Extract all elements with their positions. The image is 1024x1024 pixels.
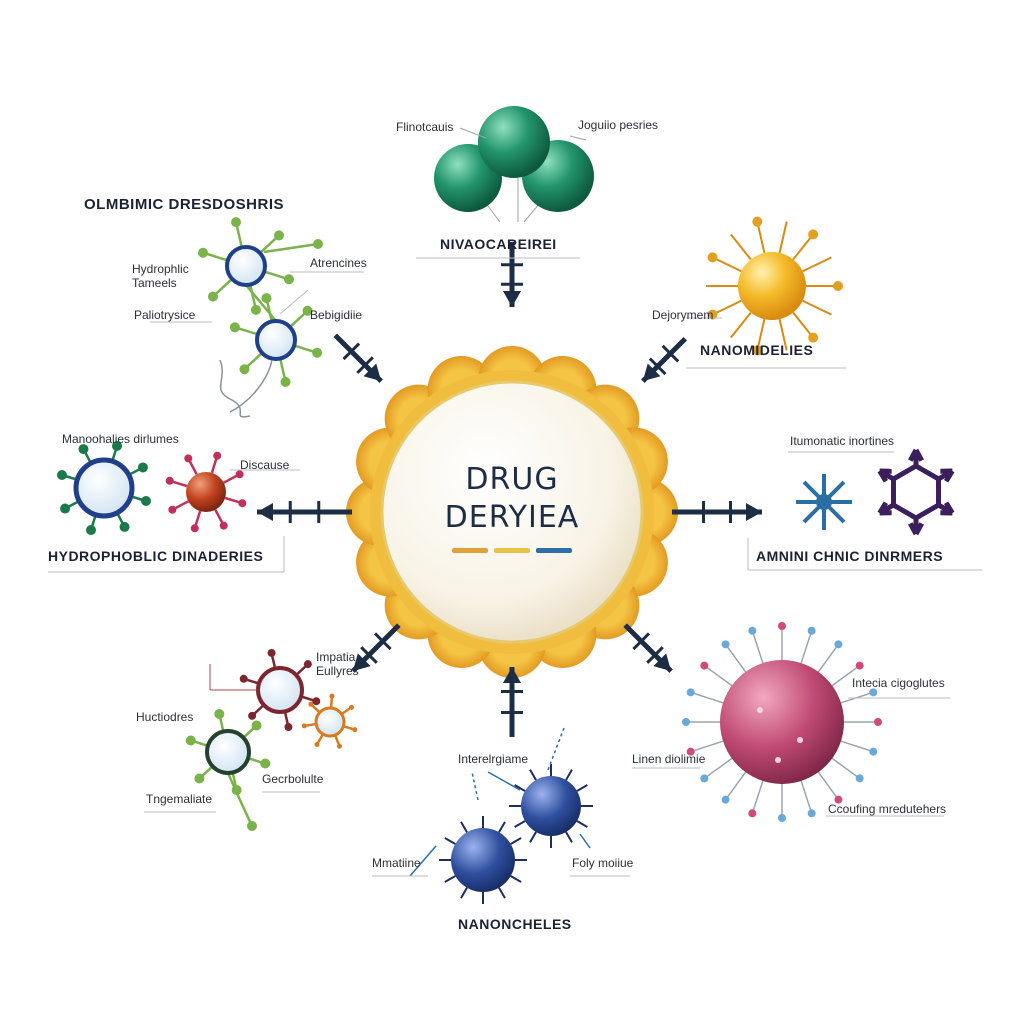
blue-cross-molecule-icon [796, 474, 852, 530]
bottom-section-title: NANONCHELES [458, 916, 572, 932]
lipid-vesicle-cluster-icon [185, 648, 358, 831]
top-label-left: Flinotcauis [396, 120, 454, 134]
bottom-label-top: Interelrgiame [458, 752, 529, 766]
yellow-spiky-nanoparticle-icon [706, 216, 843, 356]
bottom-left-label-d: Gecrbolulte [262, 772, 324, 786]
left-label-right: Discause [240, 458, 290, 472]
center-color-bar-2 [494, 548, 530, 553]
arrow-1 [641, 336, 688, 383]
green-sphere-cluster-icon [434, 106, 594, 223]
top-left-section-title: OLMBIMIC DRESDOSHRIS [84, 196, 285, 213]
top-right-section-title: NANOMIDELIES [700, 342, 814, 358]
top-left-label-d: Paliotrysice [134, 308, 196, 322]
center-core-circle [380, 380, 644, 644]
right-section-title: AMNINI CHNIC DINRMERS [756, 548, 944, 564]
top-left-label-a: Hydrophlic [132, 262, 189, 276]
center-drug-delivery-node [346, 346, 678, 678]
center-title-line2: DERYIEA [444, 500, 580, 535]
arrow-5 [351, 623, 401, 673]
top-left-label-b: Tameels [132, 276, 177, 290]
top-left-label-c: Atrencines [310, 256, 367, 270]
arrow-3 [623, 623, 673, 673]
branched-amphiphilic-molecule-icon [198, 217, 323, 418]
bottom-right-label-bottom: Ccoufing mredutehers [828, 802, 947, 816]
bottom-left-label-e: Tngemaliate [146, 792, 213, 806]
arrow-7 [333, 333, 383, 383]
bottom-left-label-a: Impatia [316, 650, 356, 664]
top-section-title: NIVAOCAREIREI [440, 236, 557, 252]
bottom-right-label-left: Linen diolimie [632, 752, 706, 766]
right-label: Itumonatic inortines [790, 434, 895, 448]
arrow-4 [501, 667, 523, 737]
bottom-left-label-b: Eullyres [316, 664, 359, 678]
top-right-label: Dejorymem [652, 308, 714, 322]
arrow-6 [257, 501, 352, 523]
top-label-right: Joguiio pesries [578, 118, 659, 132]
bottom-label-left: Mmatiine [372, 856, 421, 870]
center-color-bar-3 [536, 548, 572, 553]
center-title-line1: DRUG [465, 462, 559, 497]
left-label-top: Manoohalies dirlumes [62, 432, 179, 446]
purple-hexagonal-dendrimer-icon [877, 448, 955, 536]
bottom-right-label-top: Intecia cigoglutes [852, 676, 945, 690]
arrow-2 [672, 501, 762, 523]
hydrophobic-ring-molecule-icon [56, 440, 247, 536]
left-section-title: HYDROPHOBLIC DINADERIES [48, 548, 264, 564]
center-color-bar-1 [452, 548, 488, 553]
top-left-label-e: Bebigidiie [310, 308, 363, 322]
arrow-group [257, 242, 762, 737]
blue-nanocapsule-pair-icon [409, 727, 593, 904]
arrow-0 [501, 242, 523, 307]
bottom-label-right: Foly moiiue [572, 856, 634, 870]
bottom-left-label-c: Huctiodres [136, 710, 194, 724]
center-color-bar-group [452, 548, 572, 553]
pink-virus-like-nanoparticle-icon [682, 622, 882, 822]
